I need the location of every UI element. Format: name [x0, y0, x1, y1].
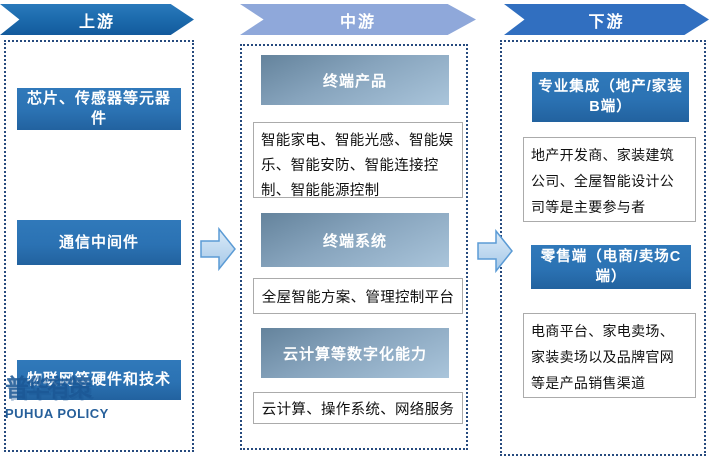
flow-arrow-midstream-to-downstream-icon — [477, 228, 514, 278]
downstream-body-retail-text: 电商平台、家电卖场、家装卖场以及品牌官网等是产品销售渠道 — [531, 323, 674, 391]
banner-midstream: 中游 — [240, 4, 476, 35]
upstream-item-iot-hardware-label: 物联网等硬件和技术 — [26, 371, 171, 388]
upstream-item-components-label: 芯片、传感器等元器件 — [26, 90, 171, 127]
downstream-body-retail: 电商平台、家电卖场、家装卖场以及品牌官网等是产品销售渠道 — [523, 313, 696, 398]
midstream-body-cloud-capabilities: 云计算、操作系统、网络服务 — [253, 392, 463, 424]
midstream-header-terminal-products: 终端产品 — [261, 55, 449, 105]
midstream-body-terminal-systems-text: 全屋智能方案、管理控制平台 — [261, 289, 455, 306]
upstream-item-components: 芯片、传感器等元器件 — [17, 88, 181, 130]
midstream-header-cloud-capabilities: 云计算等数字化能力 — [261, 328, 449, 378]
banner-midstream-label: 中游 — [339, 13, 376, 31]
midstream-body-cloud-capabilities-text: 云计算、操作系统、网络服务 — [261, 401, 455, 418]
upstream-item-iot-hardware: 物联网等硬件和技术 — [17, 360, 181, 400]
downstream-body-professional-integration-text: 地产开发商、家装建筑公司、全屋智能设计公司等是主要参与者 — [531, 147, 674, 215]
midstream-body-terminal-products-text: 智能家电、智能光感、智能娱乐、智能安防、智能连接控制、智能能源控制 — [261, 133, 454, 199]
upstream-item-middleware-label: 通信中间件 — [58, 233, 139, 251]
banner-downstream-label: 下游 — [588, 13, 625, 31]
midstream-body-terminal-systems: 全屋智能方案、管理控制平台 — [253, 278, 463, 314]
downstream-body-professional-integration: 地产开发商、家装建筑公司、全屋智能设计公司等是主要参与者 — [523, 137, 696, 222]
midstream-header-cloud-capabilities-label: 云计算等数字化能力 — [282, 345, 427, 363]
banner-upstream: 上游 — [0, 4, 194, 35]
flow-arrow-upstream-to-midstream-icon — [200, 226, 237, 276]
upstream-item-middleware: 通信中间件 — [17, 220, 181, 265]
midstream-header-terminal-products-label: 终端产品 — [322, 72, 387, 90]
downstream-header-retail-label: 零售端（电商/卖场C端） — [540, 249, 682, 285]
upstream-frame — [4, 40, 194, 452]
downstream-header-professional-integration: 专业集成（地产/家装B端） — [532, 72, 689, 122]
downstream-header-professional-integration-label: 专业集成（地产/家装B端） — [538, 79, 683, 115]
midstream-header-terminal-systems: 终端系统 — [261, 213, 449, 267]
banner-downstream: 下游 — [504, 4, 709, 35]
midstream-body-terminal-products: 智能家电、智能光感、智能娱乐、智能安防、智能连接控制、智能能源控制 — [253, 122, 463, 199]
midstream-header-terminal-systems-label: 终端系统 — [322, 232, 387, 250]
midstream-frame — [240, 44, 468, 450]
downstream-header-retail: 零售端（电商/卖场C端） — [531, 245, 691, 289]
banner-upstream-label: 上游 — [78, 13, 115, 31]
